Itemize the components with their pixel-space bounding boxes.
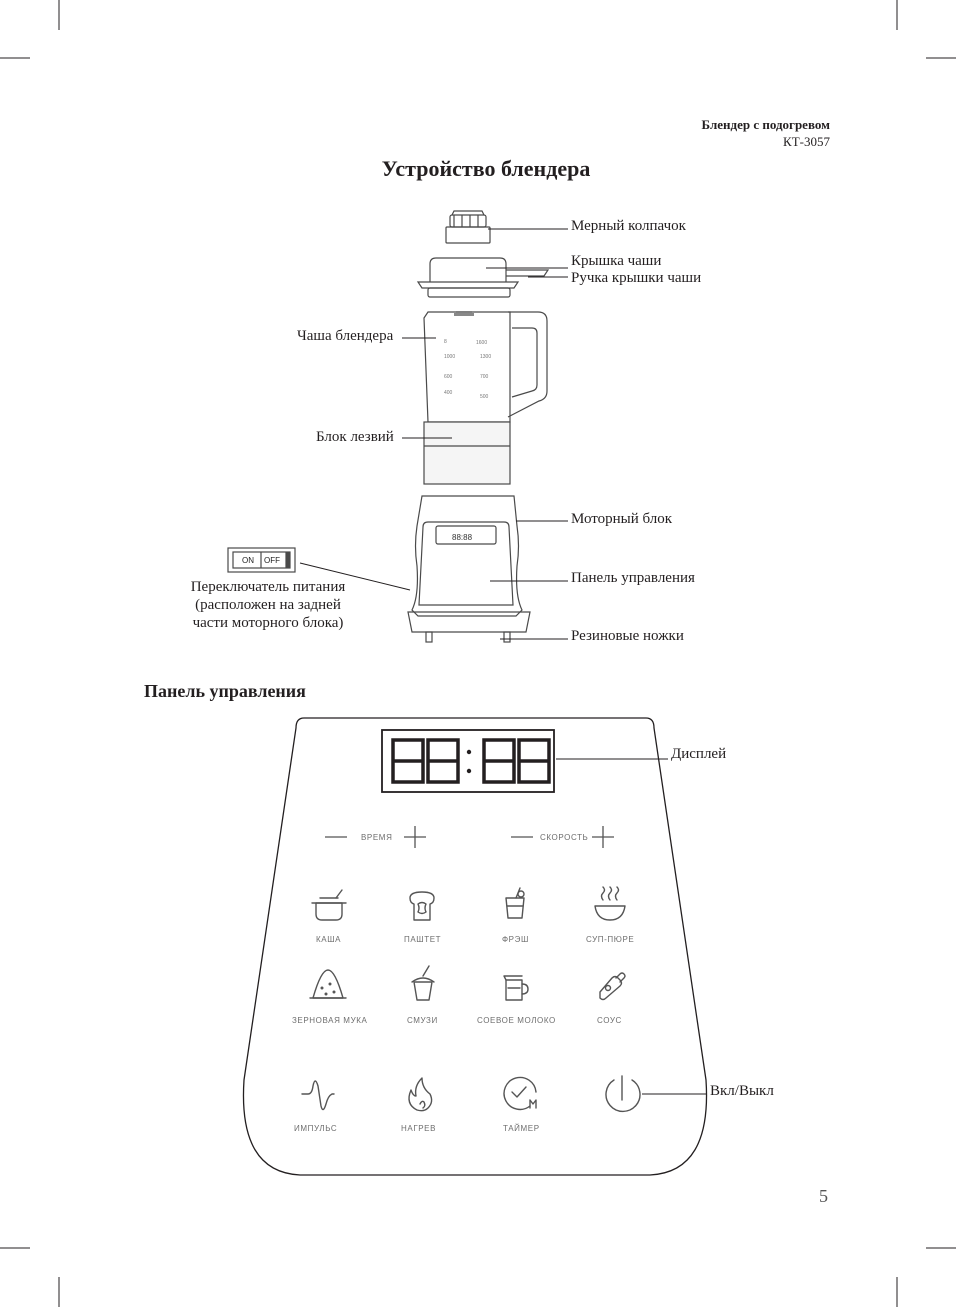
page-number: 5 <box>819 1186 828 1206</box>
switch-off-label: OFF <box>264 556 280 565</box>
program-label-soup: СУП-ПЮРЕ <box>586 935 634 944</box>
program-label-fresh: ФРЭШ <box>502 935 529 944</box>
sauce-bottle-icon[interactable] <box>599 972 626 1001</box>
program-label-soy-milk: СОЕВОЕ МОЛОКО <box>477 1016 556 1025</box>
juice-glass-icon[interactable] <box>505 887 525 919</box>
program-label-grain: ЗЕРНОВАЯ МУКА <box>292 1016 368 1025</box>
program-label-smoothie: СМУЗИ <box>407 1016 438 1025</box>
svg-text:400: 400 <box>444 390 453 396</box>
svg-text:1300: 1300 <box>480 354 491 360</box>
motor-base-drawing <box>407 495 531 643</box>
label-lid-handle: Ручка крышки чаши <box>571 270 702 286</box>
milk-jug-icon[interactable] <box>503 975 529 1001</box>
svg-text:700: 700 <box>480 374 489 380</box>
power-icon[interactable] <box>605 1075 641 1113</box>
button-label-pulse: ИМПУЛЬС <box>294 1124 337 1133</box>
header-model: КТ-3057 <box>783 134 830 149</box>
blender-diagram: 1000 600 400 1300 700 500 1600 8 88:88 ON OFF <box>227 210 568 643</box>
label-power-switch: Переключатель питания (расположен на зад… <box>190 579 346 631</box>
smoothie-cup-icon[interactable] <box>411 965 435 1001</box>
speed-label: СКОРОСТЬ <box>540 833 588 842</box>
page-title: Устройство блендера <box>381 156 591 181</box>
label-lid: Крышка чаши <box>571 253 662 269</box>
toast-icon[interactable] <box>409 891 435 921</box>
program-label-sauce: СОУС <box>597 1016 622 1025</box>
svg-text:8: 8 <box>444 339 447 345</box>
program-label-pate: ПАШТЕТ <box>404 935 441 944</box>
svg-text:500: 500 <box>480 394 489 400</box>
soup-bowl-icon[interactable] <box>594 886 626 921</box>
pulse-icon[interactable] <box>301 1080 335 1111</box>
blade-block-drawing <box>423 421 511 485</box>
timer-icon[interactable] <box>503 1076 537 1111</box>
flame-icon[interactable] <box>408 1077 433 1112</box>
svg-text:1600: 1600 <box>476 340 487 346</box>
pot-icon[interactable] <box>311 889 347 921</box>
label-measuring-cap: Мерный колпачок <box>571 218 686 234</box>
svg-text:88:88: 88:88 <box>452 533 473 542</box>
label-control-panel: Панель управления <box>571 570 695 586</box>
button-label-timer: ТАЙМЕР <box>503 1124 540 1133</box>
label-display: Дисплей <box>671 746 727 762</box>
label-motor-block: Моторный блок <box>571 511 673 527</box>
jar-drawing <box>423 311 548 423</box>
label-jar: Чаша блендера <box>297 328 394 344</box>
label-rubber-feet: Резиновые ножки <box>571 628 684 644</box>
program-label-porridge: КАША <box>316 935 341 944</box>
grain-pile-icon[interactable] <box>309 969 347 999</box>
header-title: Блендер с подогревом <box>701 117 830 132</box>
svg-text:600: 600 <box>444 374 453 380</box>
section-title: Панель управления <box>144 681 306 701</box>
button-label-heat: НАГРЕВ <box>401 1124 436 1133</box>
svg-text:1000: 1000 <box>444 354 455 360</box>
label-power: Вкл/Выкл <box>710 1083 774 1099</box>
lid-drawing <box>416 257 550 298</box>
switch-on-label: ON <box>242 556 254 565</box>
time-label: ВРЕМЯ <box>361 833 392 842</box>
label-blade-block: Блок лезвий <box>316 429 394 445</box>
display-screen <box>381 729 555 793</box>
switch-drawing <box>227 547 296 573</box>
measuring-cap-drawing <box>445 210 491 244</box>
